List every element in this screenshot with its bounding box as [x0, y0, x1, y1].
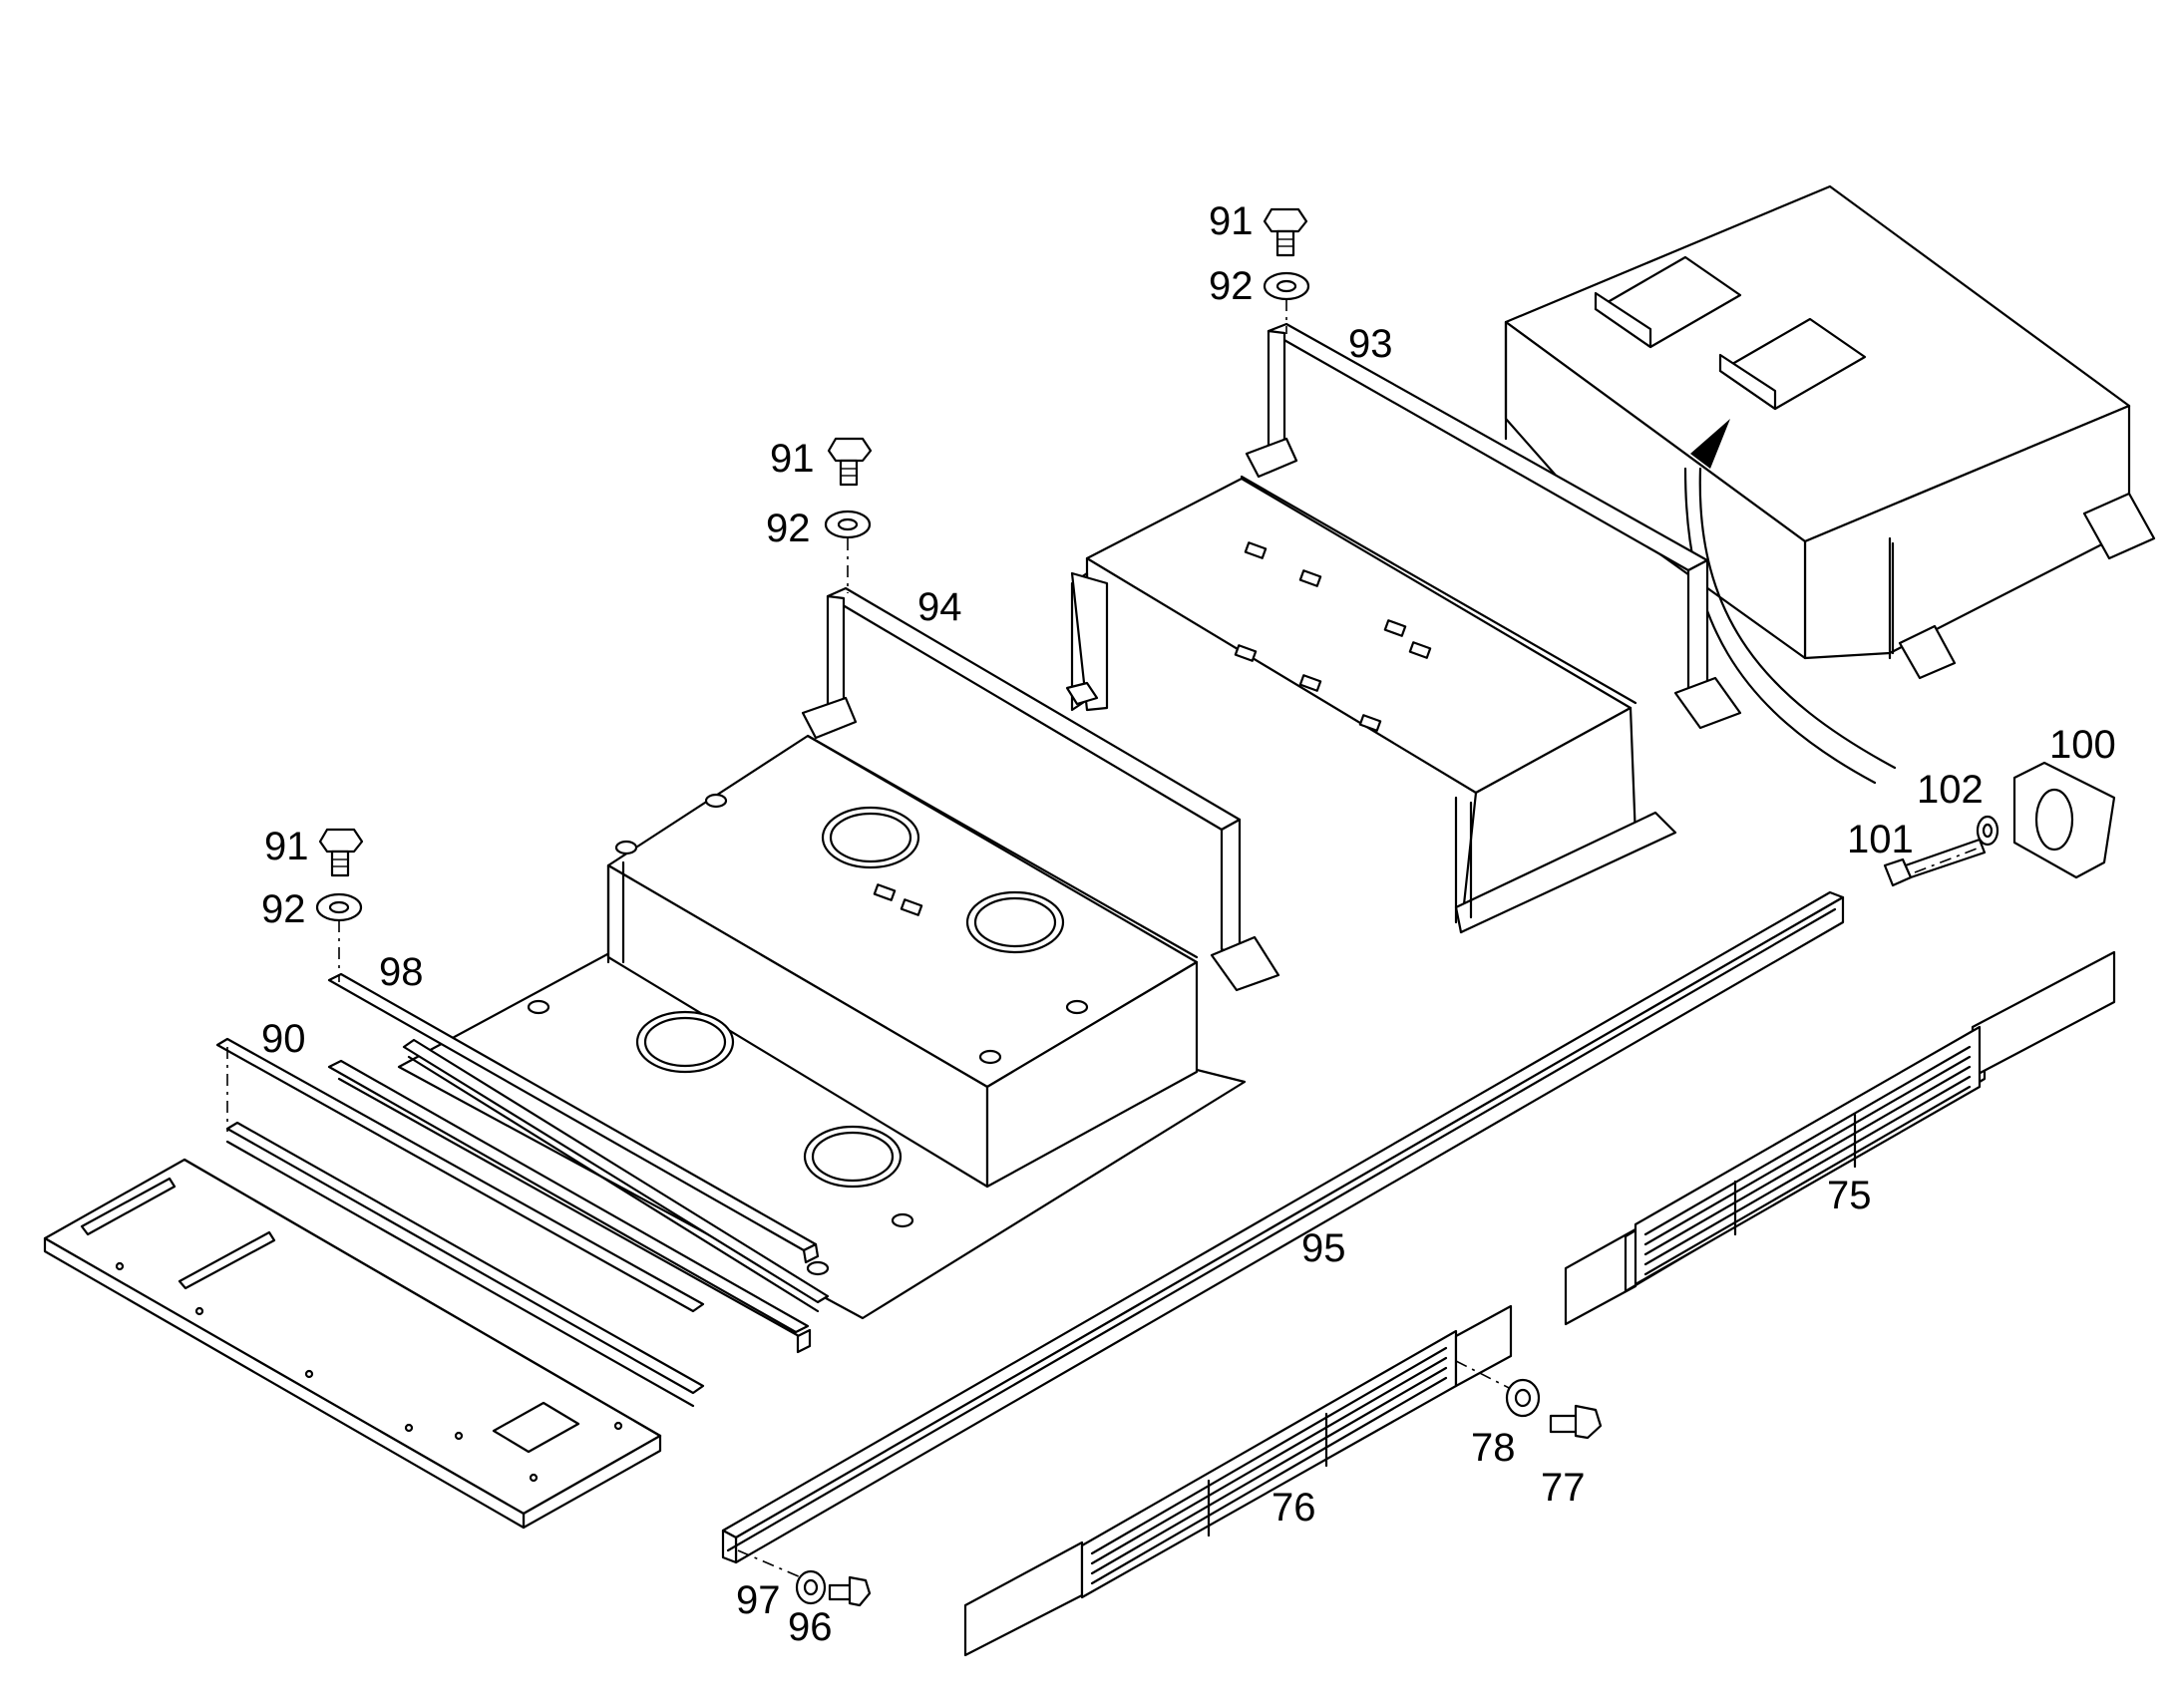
- callout-labels: 75 76 77 78 90 91 91 91 92 92 92 93 94 9…: [261, 199, 2116, 1649]
- bolt-91-middle: [827, 437, 873, 487]
- bolt-77: [1549, 1404, 1603, 1440]
- middle-housing: [1065, 475, 1677, 934]
- callout-96: 96: [788, 1605, 833, 1649]
- bolt-91-top: [1263, 207, 1308, 257]
- callout-92-middle: 92: [766, 507, 811, 550]
- bracket-93: [1245, 322, 1742, 730]
- bolt-101: [1883, 838, 1987, 887]
- callout-97: 97: [736, 1578, 781, 1622]
- strip-98: [327, 972, 830, 1313]
- washer-102: [1976, 815, 1999, 847]
- grille-panel-76: [963, 1304, 1513, 1657]
- callout-90: 90: [261, 1017, 306, 1061]
- washer-92-middle: [824, 510, 872, 539]
- callout-77: 77: [1541, 1466, 1586, 1510]
- callout-101: 101: [1847, 818, 1914, 861]
- bolt-96: [828, 1575, 872, 1607]
- washer-92-top: [1263, 271, 1310, 301]
- callout-93: 93: [1348, 322, 1393, 366]
- rail-95: [721, 890, 1845, 1564]
- base-plate-assembly: [397, 734, 1247, 1320]
- washer-97: [795, 1569, 827, 1605]
- callout-91-top: 91: [1209, 199, 1254, 243]
- callout-95: 95: [1301, 1226, 1346, 1270]
- rail-90: [215, 1037, 812, 1408]
- callout-98: 98: [379, 950, 424, 994]
- clamp-100: [2012, 761, 2116, 879]
- grille-panel-75: [1564, 950, 2116, 1326]
- callout-94: 94: [917, 585, 962, 629]
- callout-102: 102: [1917, 768, 1984, 812]
- callout-92-left: 92: [261, 887, 306, 931]
- callout-75: 75: [1827, 1174, 1872, 1217]
- rear-housing-assembly: [1504, 184, 2156, 785]
- callout-76: 76: [1272, 1486, 1316, 1530]
- washer-92-left: [315, 892, 363, 922]
- callout-100: 100: [2049, 723, 2116, 767]
- callout-78: 78: [1471, 1426, 1516, 1470]
- floor-plate: [43, 1158, 662, 1530]
- bracket-94: [801, 586, 1280, 992]
- callout-91-left: 91: [264, 825, 309, 868]
- washer-78: [1505, 1378, 1541, 1418]
- bolt-91-left: [318, 828, 364, 877]
- callout-91-middle: 91: [770, 437, 815, 481]
- callout-92-top: 92: [1209, 264, 1254, 308]
